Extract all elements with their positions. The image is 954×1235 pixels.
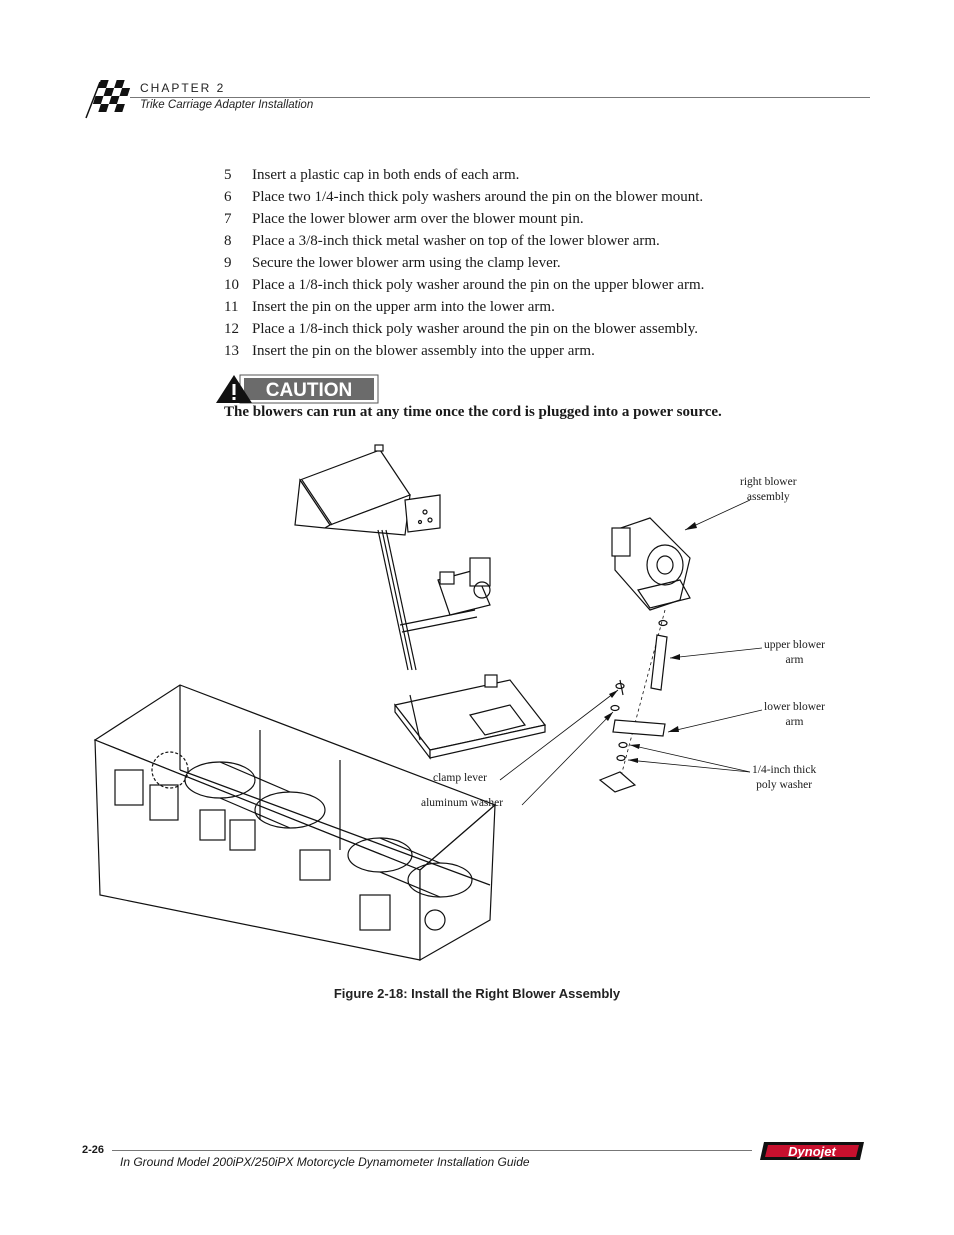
checkered-flag-icon xyxy=(85,80,131,119)
chapter-title: Trike Carriage Adapter Installation xyxy=(140,99,314,111)
footer-rule xyxy=(112,1150,752,1151)
svg-text:CAUTION: CAUTION xyxy=(266,380,353,401)
blower-assembly-diagram xyxy=(93,444,763,962)
caution-message: The blowers can run at any time once the… xyxy=(224,404,722,420)
callout-lower-arm: lower blower arm xyxy=(764,701,825,728)
svg-text:Dynojet: Dynojet xyxy=(788,1144,836,1159)
callout-upper-arm: upper blower arm xyxy=(764,639,825,666)
callout-poly-washer: 1/4-inch thick poly washer xyxy=(752,764,817,791)
figure-caption: Figure 2-18: Install the Right Blower As… xyxy=(333,986,621,1001)
caution-badge: CAUTION xyxy=(216,374,379,404)
figure-blower-assembly: right blower assembly upper blower arm l… xyxy=(90,440,890,980)
dynojet-logo: Dynojet xyxy=(760,1142,864,1160)
callout-aluminum-washer: aluminum washer xyxy=(421,797,504,809)
footer-doc-title: In Ground Model 200iPX/250iPX Motorcycle… xyxy=(120,1155,530,1169)
chapter-label: CHAPTER 2 xyxy=(140,81,226,95)
page-number: 2-26 xyxy=(82,1144,105,1156)
warning-icon xyxy=(232,384,236,395)
header-rule xyxy=(130,97,870,98)
callout-right-blower: right blower assembly xyxy=(740,476,797,503)
callout-clamp-lever: clamp lever xyxy=(433,772,487,784)
